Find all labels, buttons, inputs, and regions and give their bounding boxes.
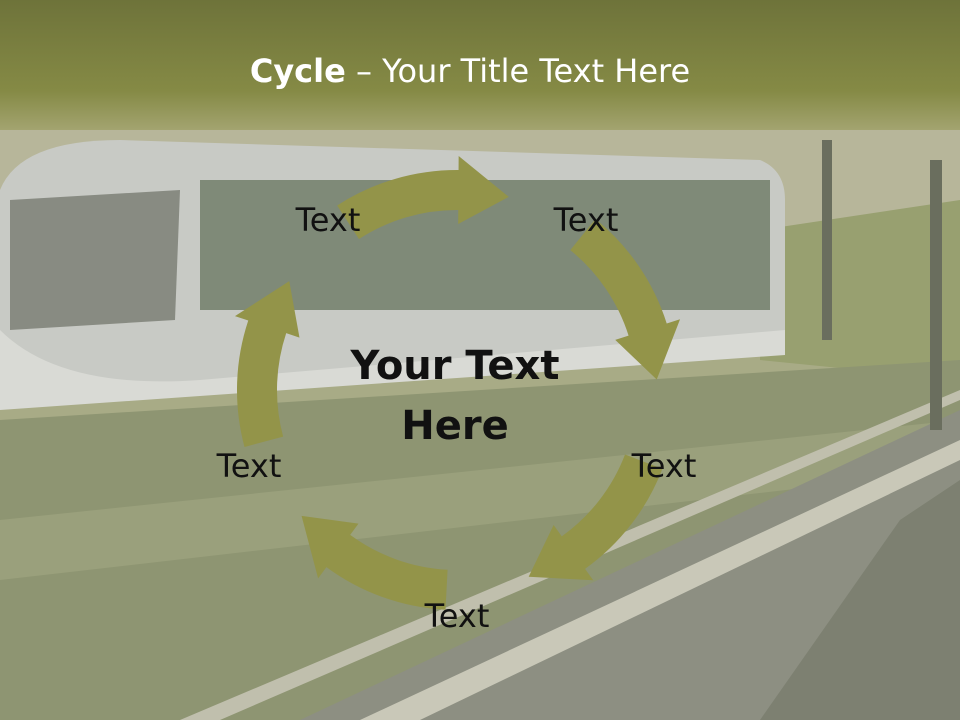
cycle-label-4: Text [424, 597, 490, 635]
cycle-label-2: Text [553, 201, 619, 239]
cycle-arrow-icon [528, 454, 663, 581]
cycle-arrow-icon [234, 281, 300, 447]
cycle-label-5: Text [216, 447, 282, 485]
cycle-arrow-icon [337, 156, 509, 240]
cycle-label-1: Text [295, 201, 361, 239]
center-text-line-2: Here [401, 403, 509, 449]
center-text-line-1: Your Text [350, 343, 560, 389]
cycle-label-3: Text [631, 447, 697, 485]
title-bold: Cycle [249, 52, 346, 90]
center-text: Your Text Here [325, 336, 585, 456]
cycle-arrow-icon [301, 515, 448, 610]
title-rest: – Your Title Text Here [345, 52, 691, 90]
cycle-arrow-icon [570, 219, 681, 380]
slide-title: Cycle – Your Title Text Here [0, 52, 940, 90]
